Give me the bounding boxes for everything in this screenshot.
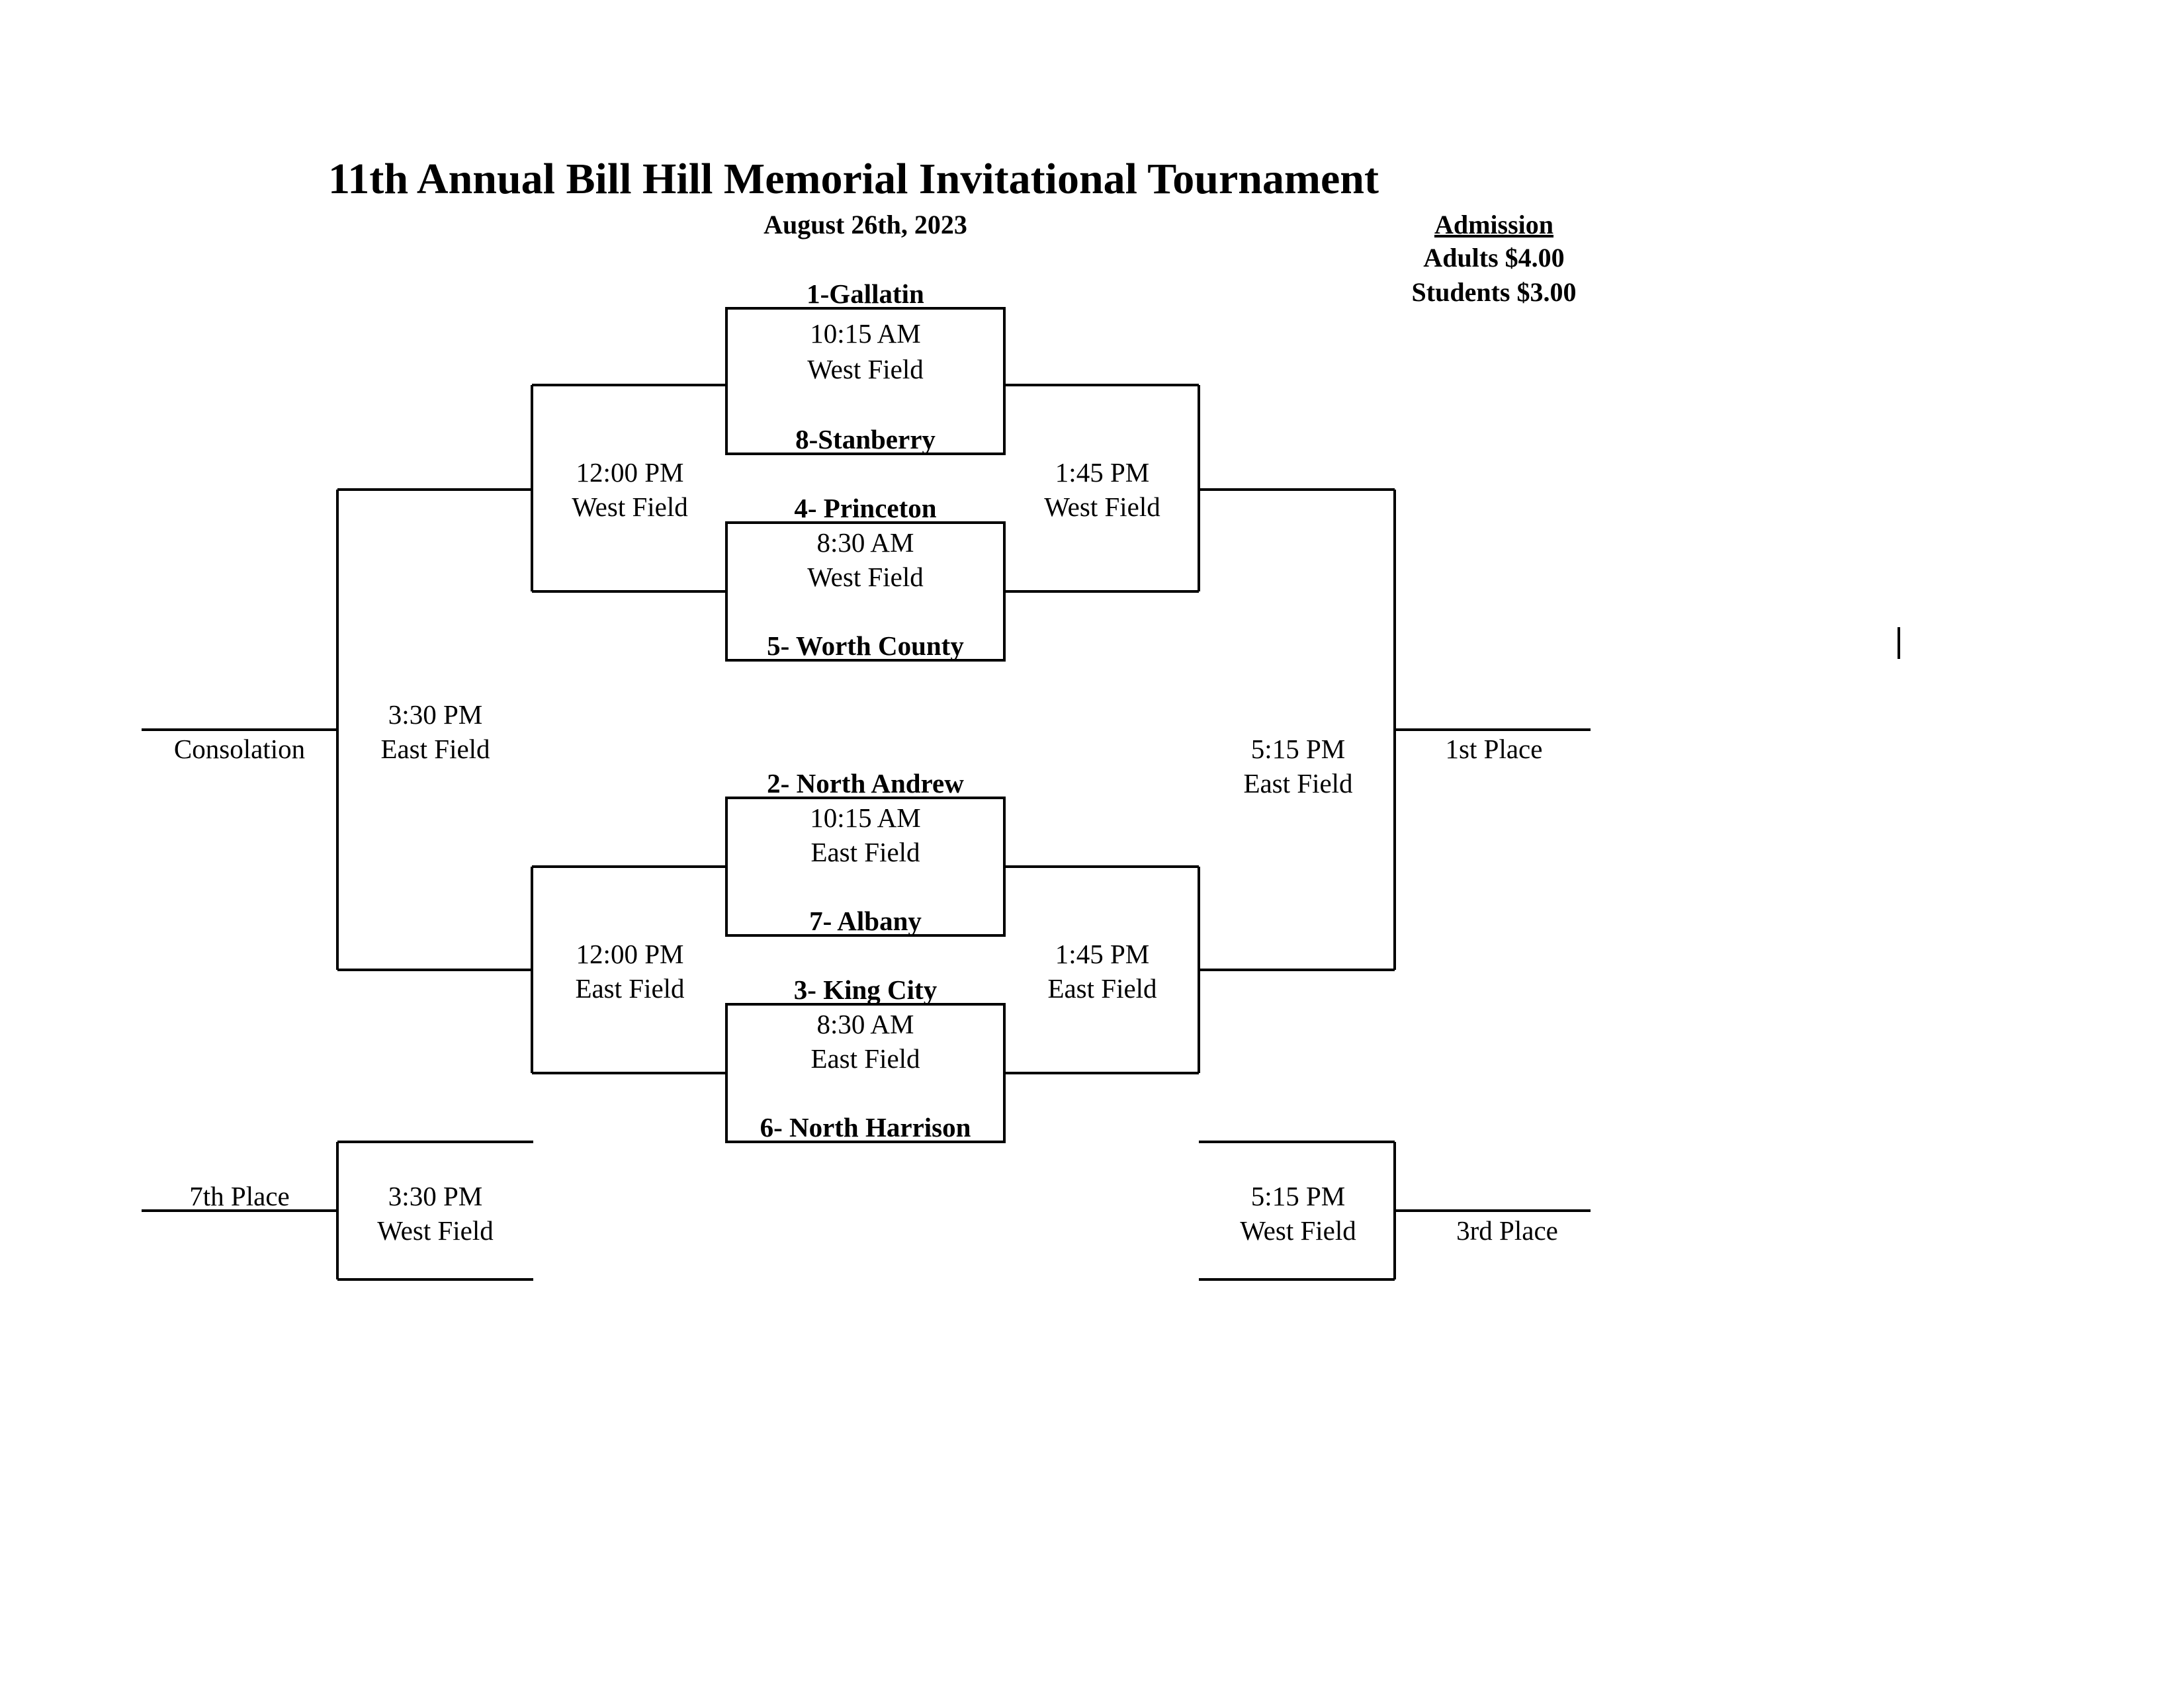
- game-2-time: 8:30 AM: [816, 527, 914, 558]
- third-place-label: 3rd Place: [1456, 1215, 1558, 1246]
- third-field: West Field: [1240, 1215, 1356, 1246]
- cons-bot-field: East Field: [575, 973, 685, 1004]
- consolation-label: Consolation: [173, 734, 306, 764]
- team-1-gallatin: 1-Gallatin: [807, 279, 924, 309]
- admission-students: Students $3.00: [1411, 277, 1577, 307]
- game-3-time: 10:15 AM: [810, 802, 921, 833]
- seventh-place-label: 7th Place: [189, 1181, 290, 1211]
- consolation-time: 3:30 PM: [388, 699, 483, 730]
- team-2-north-andrew: 2- North Andrew: [767, 768, 964, 799]
- team-3-king-city: 3- King City: [793, 974, 938, 1005]
- game-2-field: West Field: [807, 562, 924, 592]
- game-4-field: East Field: [810, 1043, 920, 1074]
- win-bot-time: 1:45 PM: [1055, 939, 1150, 969]
- team-8-stanberry: 8-Stanberry: [795, 424, 936, 454]
- seventh-time: 3:30 PM: [388, 1181, 483, 1211]
- team-7-albany: 7- Albany: [809, 906, 922, 936]
- game-1-time: 10:15 AM: [810, 318, 921, 349]
- team-4-princeton: 4- Princeton: [794, 493, 937, 523]
- team-5-worth-county: 5- Worth County: [767, 630, 964, 661]
- tournament-date: August 26th, 2023: [764, 210, 967, 239]
- seventh-field: West Field: [377, 1215, 494, 1246]
- game-3-field: East Field: [810, 837, 920, 867]
- cons-top-field: West Field: [572, 492, 688, 522]
- win-bot-field: East Field: [1047, 973, 1157, 1004]
- game-1-field: West Field: [807, 354, 924, 384]
- win-top-field: West Field: [1044, 492, 1160, 522]
- win-top-time: 1:45 PM: [1055, 457, 1150, 488]
- consolation-field: East Field: [380, 734, 490, 764]
- championship-time: 5:15 PM: [1250, 734, 1346, 764]
- cons-top-time: 12:00 PM: [576, 457, 684, 488]
- championship-field: East Field: [1243, 768, 1353, 799]
- admission-heading: Admission: [1434, 210, 1554, 239]
- team-6-north-harrison: 6- North Harrison: [760, 1112, 971, 1143]
- page-title: 11th Annual Bill Hill Memorial Invitatio…: [328, 155, 1379, 203]
- third-time: 5:15 PM: [1250, 1181, 1346, 1211]
- first-place-label: 1st Place: [1445, 734, 1543, 764]
- admission-adults: Adults $4.00: [1423, 243, 1565, 273]
- cons-bot-time: 12:00 PM: [576, 939, 684, 969]
- game-box-1: [725, 307, 1006, 455]
- game-4-time: 8:30 AM: [816, 1009, 914, 1039]
